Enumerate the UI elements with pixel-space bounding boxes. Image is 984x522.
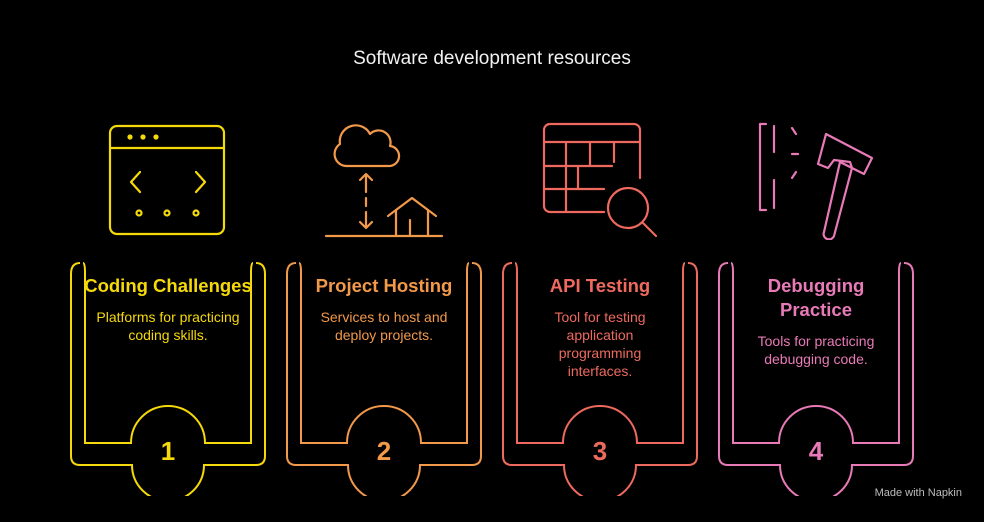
diagram-title: Software development resources	[353, 48, 631, 69]
card-debugging-practice: Debugging Practice Tools for practicing …	[721, 274, 911, 368]
step-number-4: 4	[808, 436, 824, 466]
card-title: Project Hosting	[315, 275, 453, 296]
card-description: Tools for practicing debugging code.	[757, 333, 875, 367]
card-description: Services to host and deploy projects.	[320, 309, 448, 343]
card-title: API Testing	[549, 275, 651, 296]
card-title: Coding Challenges	[84, 275, 252, 296]
card-description: Tool for testing application programming…	[554, 309, 646, 379]
card-project-hosting: Project Hosting Services to host and dep…	[289, 274, 479, 344]
cloud-upload-house-icon	[324, 124, 444, 238]
step-number-3: 3	[592, 436, 608, 466]
card-api-testing: API Testing Tool for testing application…	[505, 274, 695, 380]
card-frame-1	[70, 262, 266, 496]
step-number-1: 1	[160, 436, 176, 466]
card-frame-3	[502, 262, 698, 496]
hammer-icon	[758, 122, 874, 240]
napkin-watermark: Made with Napkin	[874, 487, 962, 499]
table-magnifier-icon	[542, 122, 658, 238]
step-number-2: 2	[376, 436, 392, 466]
card-coding-challenges: Coding Challenges Platforms for practici…	[73, 274, 263, 344]
card-frame-4	[718, 262, 914, 496]
card-description: Platforms for practicing coding skills.	[96, 309, 240, 343]
card-frame-2	[286, 262, 482, 496]
code-window-icon	[108, 124, 226, 236]
card-title: Debugging Practice	[767, 275, 865, 320]
